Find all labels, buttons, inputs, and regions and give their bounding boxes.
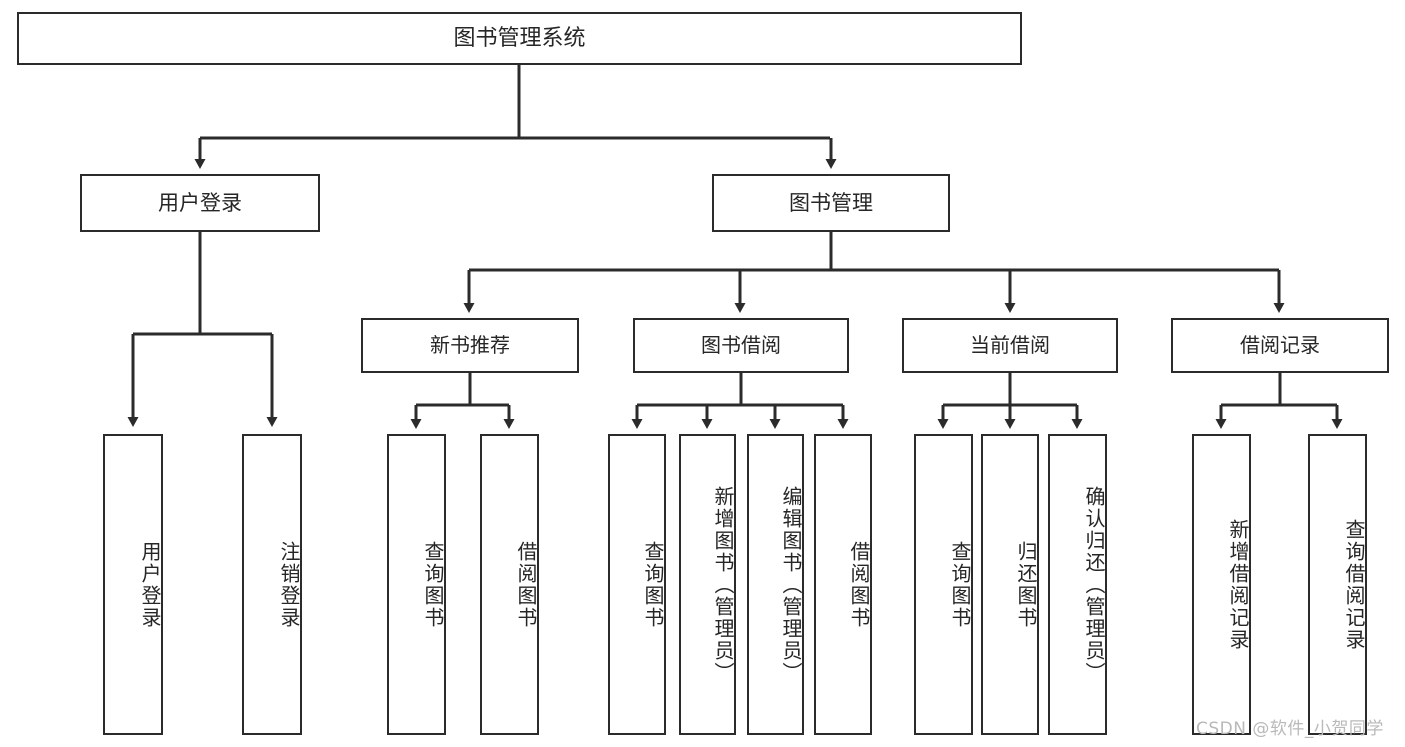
node-book-borrow[interactable]: 图书借阅 <box>633 318 849 373</box>
node-label: 查询借阅记录 <box>1342 518 1366 651</box>
node-label: 用户登录 <box>138 540 162 629</box>
node-current-borrow[interactable]: 当前借阅 <box>902 318 1118 373</box>
node-label: 注销登录 <box>277 540 301 629</box>
leaf-query-book-borrow[interactable]: 查询图书 <box>608 434 666 735</box>
leaf-borrow-book-rec[interactable]: 借阅图书 <box>480 434 539 735</box>
leaf-borrow-book[interactable]: 借阅图书 <box>814 434 872 735</box>
node-label: 图书管理 <box>789 190 873 215</box>
node-label: 确认归还（管理员） <box>1082 485 1106 684</box>
csdn-watermark: CSDN @软件_小贺同学 <box>1196 719 1384 739</box>
node-label: 当前借阅 <box>970 332 1050 357</box>
node-label: 新书推荐 <box>430 332 510 357</box>
node-label: 借阅记录 <box>1240 332 1320 357</box>
node-user-login[interactable]: 用户登录 <box>80 174 320 232</box>
leaf-return-book[interactable]: 归还图书 <box>981 434 1039 735</box>
node-label: 图书借阅 <box>701 332 781 357</box>
node-label: 用户登录 <box>158 190 242 215</box>
node-root-system[interactable]: 图书管理系统 <box>17 12 1022 65</box>
leaf-user-login[interactable]: 用户登录 <box>103 434 163 735</box>
node-label: 图书管理系统 <box>453 25 586 51</box>
node-label: 查询图书 <box>641 540 665 629</box>
leaf-edit-book-admin[interactable]: 编辑图书（管理员） <box>747 434 804 735</box>
node-label: 借阅图书 <box>514 540 538 629</box>
node-new-book-recommend[interactable]: 新书推荐 <box>361 318 579 373</box>
node-book-management[interactable]: 图书管理 <box>712 174 950 232</box>
node-label: 新增借阅记录 <box>1226 518 1250 651</box>
leaf-confirm-return[interactable]: 确认归还（管理员） <box>1048 434 1107 735</box>
node-label: 归还图书 <box>1014 540 1038 629</box>
node-borrow-record[interactable]: 借阅记录 <box>1171 318 1389 373</box>
leaf-logout-login[interactable]: 注销登录 <box>242 434 302 735</box>
leaf-query-borrow-record[interactable]: 查询借阅记录 <box>1308 434 1367 735</box>
node-label: 查询图书 <box>948 540 972 629</box>
leaf-add-borrow-record[interactable]: 新增借阅记录 <box>1192 434 1251 735</box>
node-label: 查询图书 <box>421 540 445 629</box>
leaf-query-book-rec[interactable]: 查询图书 <box>387 434 446 735</box>
node-label: 新增图书（管理员） <box>711 485 735 684</box>
leaf-add-book-admin[interactable]: 新增图书（管理员） <box>679 434 736 735</box>
leaf-query-book-current[interactable]: 查询图书 <box>914 434 973 735</box>
node-label: 编辑图书（管理员） <box>779 485 803 684</box>
node-label: 借阅图书 <box>847 540 871 629</box>
